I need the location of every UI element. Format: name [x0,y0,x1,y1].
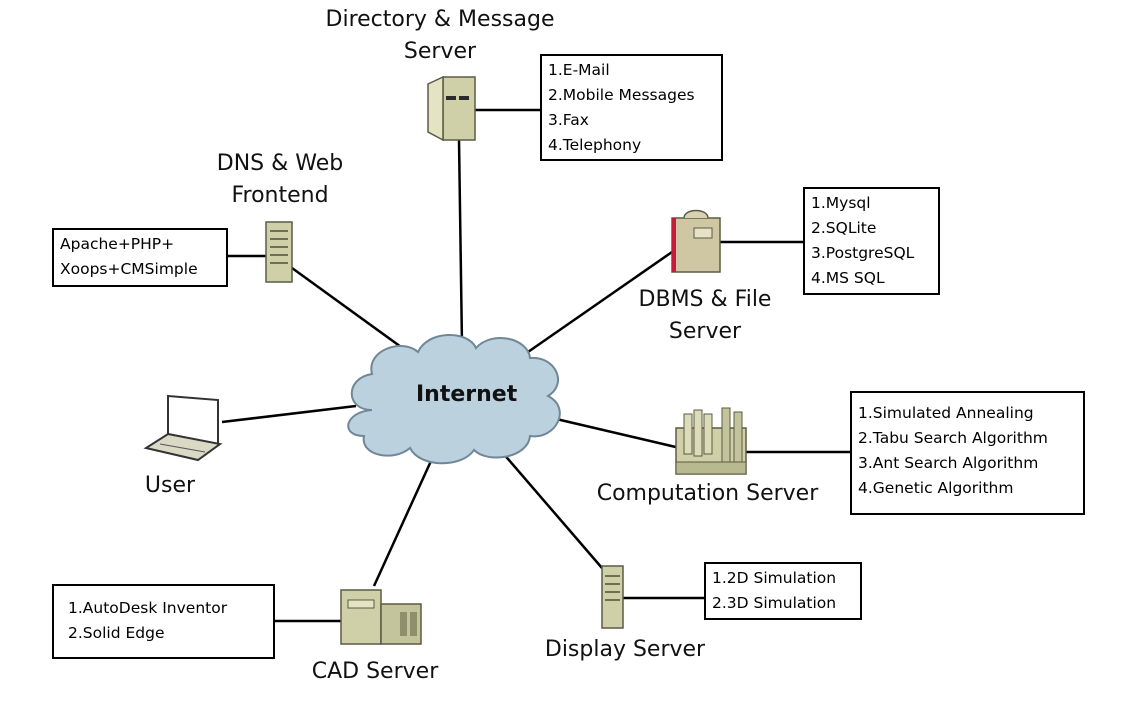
dbms-software-item: 3.PostgreSQL [811,244,915,262]
dbms-server-icon [671,209,721,273]
dns-software-item: Apache+PHP+ [60,235,175,253]
computation-algorithms-item: 1.Simulated Annealing [858,404,1034,422]
computation-algorithms-item: 4.Genetic Algorithm [858,479,1014,497]
computation-algorithms-item: 2.Tabu Search Algorithm [858,429,1048,447]
internet-cloud-icon [347,334,561,465]
dbms-software-item: 4.MS SQL [811,269,885,287]
dbms-software-box: 1.Mysql 2.SQLite 3.PostgreSQL 4.MS SQL [803,187,940,295]
directory-server-label-line-2: Server [403,39,477,64]
computation-algorithms-item: 3.Ant Search Algorithm [858,454,1039,472]
link-computation-internet [551,416,681,450]
dns-frontend-label-line-1: DNS & Web [216,151,344,176]
link-display-internet [501,451,603,569]
cad-server-label: CAD Server [300,656,450,688]
directory-services-item: 2.Mobile Messages [548,86,695,104]
cad-server-label-line-1: CAD Server [311,659,439,684]
dns-server-icon [265,221,293,283]
directory-server-icon [427,75,476,142]
display-simulation-item: 1.2D Simulation [712,569,837,587]
connections [221,108,850,623]
internet-label: Internet [416,382,518,407]
display-server-icon [601,565,624,629]
cad-software-item: 2.Solid Edge [68,624,165,642]
display-server-label: Display Server [530,634,720,666]
directory-server-label: Directory & Message Server [300,4,580,68]
cad-server-icon [340,589,422,645]
user-label-line-1: User [144,473,196,498]
dns-software-item: Xoops+CMSimple [60,260,198,278]
display-server-label-line-1: Display Server [544,637,706,662]
directory-services-box: 1.E-Mail 2.Mobile Messages 3.Fax 4.Telep… [540,54,723,161]
link-cad-internet [372,449,438,587]
directory-server-label-line-1: Directory & Message [325,7,555,32]
cad-software-item: 1.AutoDesk Inventor [68,599,228,617]
user-label: User [130,470,210,502]
dns-software-box: Apache+PHP+ Xoops+CMSimple [52,228,228,287]
computation-server-label: Computation Server [585,478,830,510]
dns-frontend-label: DNS & Web Frontend [195,148,365,212]
computation-algorithms-box: 1.Simulated Annealing 2.Tabu Search Algo… [850,391,1085,515]
computation-server-icon [675,407,747,475]
display-simulation-item: 2.3D Simulation [712,594,837,612]
dbms-file-server-label-line-2: Server [668,319,742,344]
link-dns-internet [291,266,409,354]
dbms-software-item: 1.Mysql [811,194,871,212]
link-dbms-internet [527,250,673,354]
link-directory-internet [457,139,464,346]
directory-services-item: 3.Fax [548,111,589,129]
laptop-icon [143,394,223,462]
dbms-file-server-label: DBMS & File Server [610,284,800,348]
dbms-software-item: 2.SQLite [811,219,877,237]
dns-frontend-label-line-2: Frontend [231,183,329,208]
link-user-internet [221,404,357,424]
dbms-file-server-label-line-1: DBMS & File [638,287,772,312]
computation-server-label-line-1: Computation Server [596,481,819,506]
display-simulation-box: 1.2D Simulation 2.3D Simulation [704,562,862,620]
directory-services-item: 1.E-Mail [548,61,610,79]
directory-services-item: 4.Telephony [548,136,642,154]
cad-software-box: 1.AutoDesk Inventor 2.Solid Edge [52,584,275,659]
